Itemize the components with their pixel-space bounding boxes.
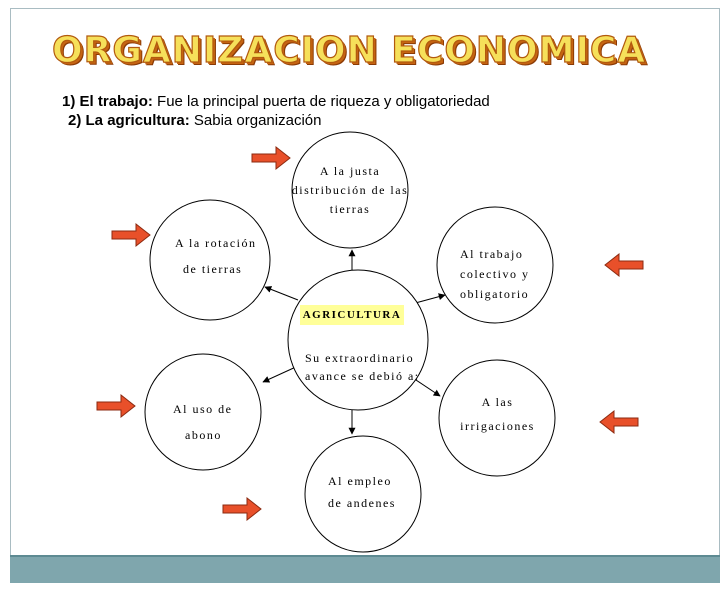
node-circle-irrigaciones bbox=[438, 359, 556, 477]
node-text-trabajo: Al trabajo colectivo y obligatorio bbox=[460, 244, 580, 304]
point-2: 2) La agricultura: Sabia organización bbox=[68, 112, 321, 129]
node-text-abono-line-1: Al uso de bbox=[173, 402, 233, 416]
node-circle-andenes bbox=[304, 435, 422, 553]
connector-arrow-abono bbox=[262, 365, 299, 383]
center-label: AGRICULTURA bbox=[300, 305, 404, 325]
node-text-rotacion-line-1: A la rotación bbox=[175, 236, 257, 250]
pointer-arrow-1 bbox=[251, 145, 291, 171]
footer-bar bbox=[10, 555, 720, 583]
node-text-trabajo-line-1: Al trabajo bbox=[460, 247, 524, 261]
point-1-heading: El trabajo: bbox=[79, 93, 153, 110]
node-text-irrigaciones: A las irrigaciones bbox=[440, 390, 555, 438]
node-text-trabajo-line-3: obligatorio bbox=[460, 287, 530, 301]
node-text-abono: Al uso de abono bbox=[173, 396, 293, 448]
node-text-andenes-line-2: de andenes bbox=[328, 496, 396, 510]
node-circle-trabajo bbox=[436, 206, 554, 324]
pointer-arrow-5 bbox=[604, 252, 644, 278]
node-text-rotacion: A la rotación de tierras bbox=[175, 230, 295, 282]
node-text-justa-line-3: tierras bbox=[329, 202, 371, 216]
center-circle bbox=[287, 269, 429, 411]
center-caption: Su extraordinario avance se debió a: bbox=[305, 349, 420, 385]
node-text-justa-line-2: distribución de las bbox=[291, 183, 409, 197]
pointer-arrow-2 bbox=[111, 222, 151, 248]
node-text-trabajo-line-2: colectivo y bbox=[460, 267, 530, 281]
node-text-justa-line-1: A la justa bbox=[319, 164, 381, 178]
center-caption-line-2: avance se debió a: bbox=[305, 369, 420, 383]
node-circle-abono bbox=[144, 353, 262, 471]
point-2-heading: La agricultura: bbox=[85, 112, 190, 129]
page-title: ORGANIZACION ECONOMICA bbox=[51, 29, 647, 71]
center-caption-line-1: Su extraordinario bbox=[305, 351, 415, 365]
point-1-text: Fue la principal puerta de riqueza y obl… bbox=[157, 93, 490, 110]
node-text-andenes-line-1: Al empleo bbox=[328, 474, 392, 488]
node-circle-justa bbox=[291, 131, 409, 249]
node-circles bbox=[144, 131, 556, 553]
pointer-arrows bbox=[96, 145, 644, 522]
connector-arrow-rotacion bbox=[264, 286, 299, 301]
node-text-justa: A la justa distribución de las tierras bbox=[290, 162, 410, 219]
pointer-arrow-3 bbox=[96, 393, 136, 419]
node-text-andenes: Al empleo de andenes bbox=[328, 470, 448, 514]
node-circle-rotacion bbox=[149, 199, 271, 321]
node-text-rotacion-line-2: de tierras bbox=[183, 262, 243, 276]
point-1-number: 1) bbox=[62, 93, 76, 110]
pointer-arrow-4 bbox=[222, 496, 262, 522]
point-2-number: 2) bbox=[68, 112, 82, 129]
node-text-abono-line-2: abono bbox=[185, 428, 222, 442]
node-text-irrigaciones-line-1: A las bbox=[481, 395, 514, 409]
node-text-irrigaciones-line-2: irrigaciones bbox=[460, 419, 535, 433]
point-2-text: Sabia organización bbox=[193, 112, 322, 129]
pointer-arrow-6 bbox=[599, 409, 639, 435]
point-1: 1) El trabajo: Fue la principal puerta d… bbox=[62, 93, 490, 110]
